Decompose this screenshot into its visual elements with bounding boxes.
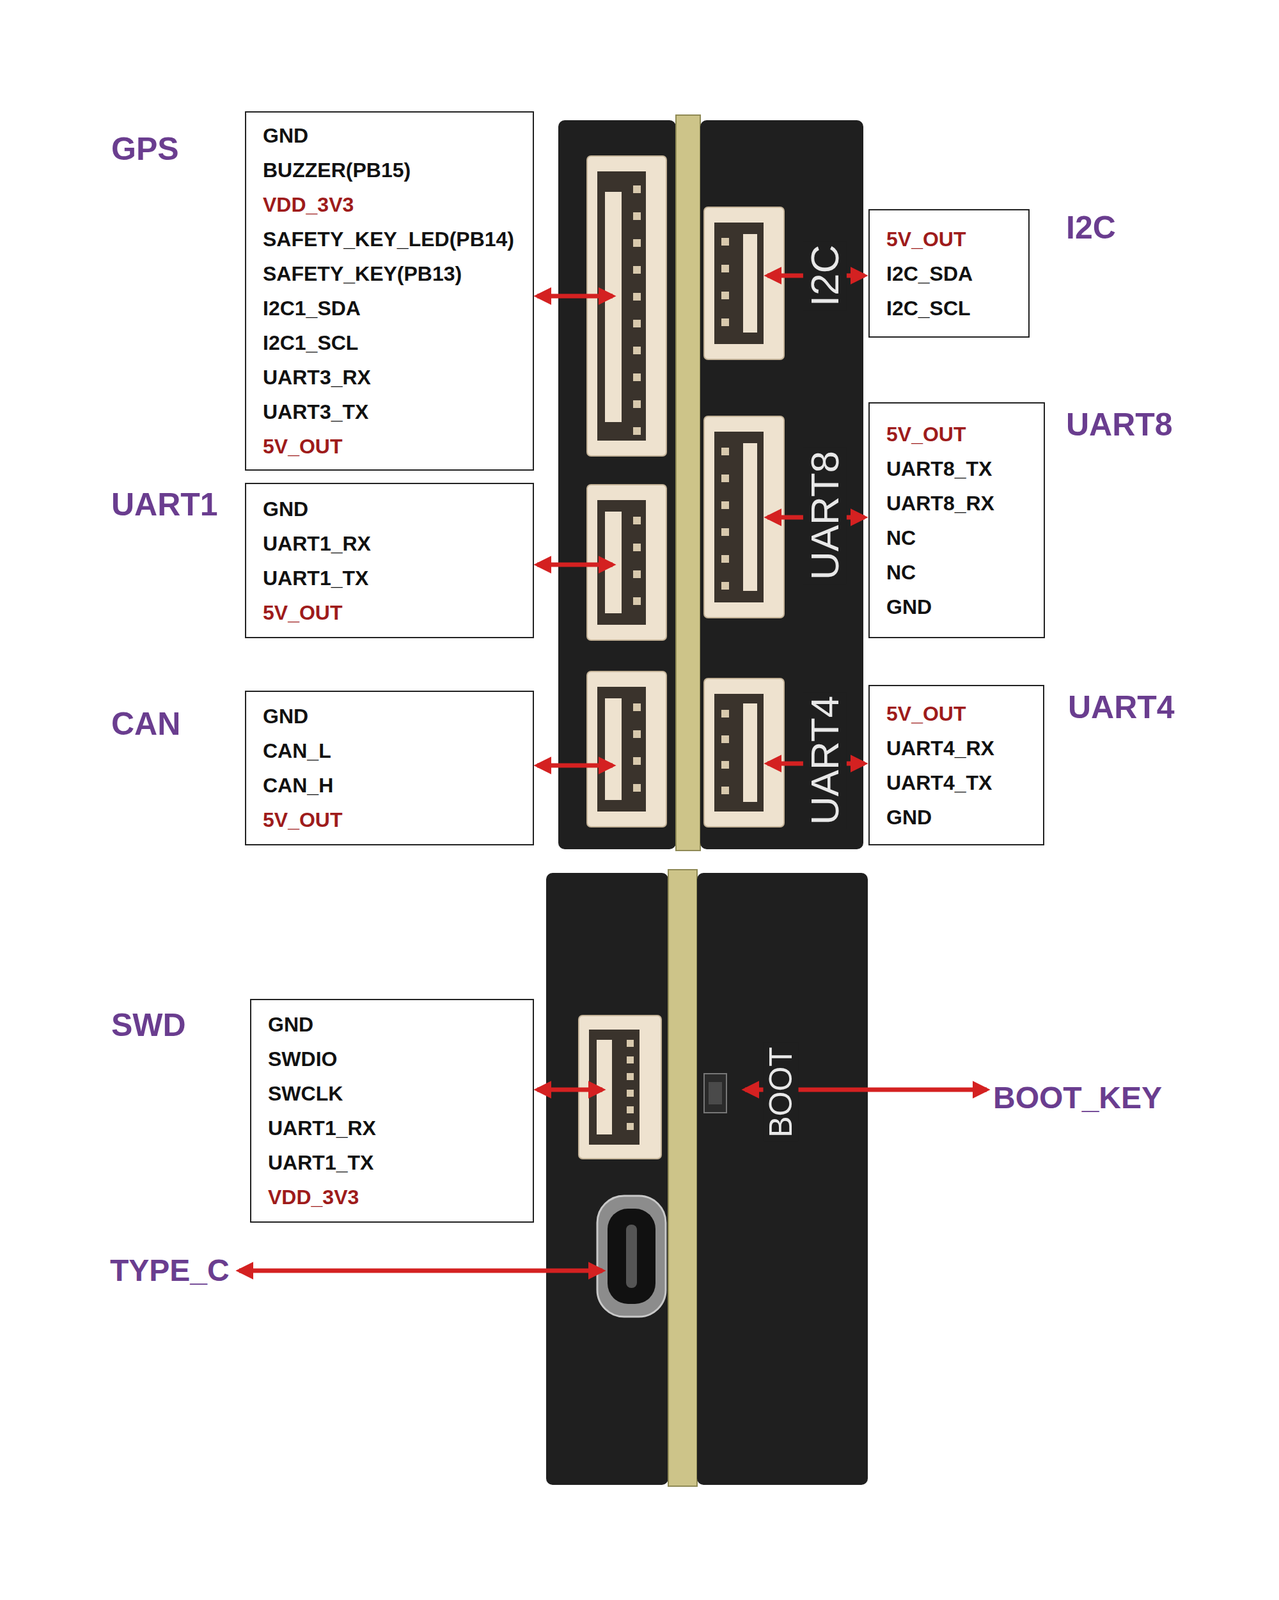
pin-label: UART1_TX — [262, 560, 369, 596]
pin-label: SWCLK — [267, 1076, 343, 1111]
pin-label: GND — [267, 1007, 314, 1042]
pin-label: UART8_TX — [886, 451, 992, 487]
pin-label: 5V_OUT — [886, 416, 966, 452]
connector-tongue — [604, 191, 622, 423]
pin-label: GND — [262, 698, 309, 734]
pin-label: GND — [262, 491, 309, 527]
board-silkscreen: BOOT — [763, 1043, 799, 1142]
connector-pins — [633, 185, 641, 435]
pin-label: GND — [262, 118, 309, 153]
pin-label: I2C1_SDA — [262, 290, 361, 326]
pin-label: I2C_SDA — [886, 256, 973, 291]
pin-label: UART1_TX — [267, 1145, 374, 1180]
pin-label: UART1_RX — [262, 526, 371, 561]
boot-button-cap — [708, 1082, 722, 1105]
board-body — [700, 120, 864, 850]
leader-arrow — [537, 763, 613, 769]
connector-tongue — [604, 698, 622, 801]
boot-button — [704, 1073, 727, 1113]
pin-label: UART8_RX — [886, 486, 995, 521]
usb-c-opening — [607, 1208, 656, 1304]
pin-label: 5V_OUT — [262, 429, 343, 464]
pin-label: 5V_OUT — [262, 595, 343, 630]
connector-heading: SWD — [111, 1007, 187, 1044]
pin-label: I2C1_SCL — [262, 325, 359, 361]
pinout-box: CANGNDCAN_LCAN_H5V_OUT — [244, 690, 534, 846]
pinout-box: UART1GNDUART1_RXUART1_TX5V_OUT — [244, 482, 534, 639]
connector-pins — [721, 709, 730, 795]
pin-label: CAN_L — [262, 733, 332, 769]
pinout-box: SWDGNDSWDIOSWCLKUART1_RXUART1_TXVDD_3V3 — [250, 998, 534, 1223]
pin-label: UART3_TX — [262, 394, 369, 430]
leader-arrow — [537, 562, 613, 568]
connector-heading: CAN — [111, 706, 181, 742]
connector-pins — [633, 703, 641, 792]
pin-label: GND — [886, 589, 932, 625]
connector-tongue — [743, 443, 758, 591]
pin-label: BUZZER(PB15) — [262, 152, 411, 188]
connector-tongue — [743, 703, 758, 802]
pin-label: SWDIO — [267, 1041, 338, 1077]
connector-slot — [714, 222, 764, 345]
pinout-box: I2C5V_OUTI2C_SDAI2C_SCL — [868, 209, 1030, 338]
connector-slot — [588, 1029, 640, 1145]
jst-connector — [704, 207, 785, 360]
pin-label: VDD_3V3 — [262, 187, 354, 222]
pin-label: UART4_TX — [886, 765, 992, 801]
pin-label: 5V_OUT — [886, 696, 966, 731]
board-silkscreen: UART8 — [803, 447, 847, 584]
callout-label: TYPE_C — [109, 1254, 230, 1288]
connector-tongue — [743, 234, 758, 333]
pin-label: UART4_RX — [886, 730, 995, 766]
connector-pins — [721, 447, 730, 590]
connector-pins — [721, 237, 730, 327]
pin-label: NC — [886, 555, 916, 590]
connector-heading: UART4 — [1067, 690, 1175, 726]
pin-label: SAFETY_KEY_LED(PB14) — [262, 221, 515, 257]
jst-connector — [587, 156, 667, 456]
usb-c-tongue — [626, 1224, 637, 1288]
board-body — [697, 872, 868, 1485]
pin-label: 5V_OUT — [262, 802, 343, 838]
pin-label: I2C_SCL — [886, 290, 971, 326]
jst-connector — [704, 678, 785, 827]
connector-slot — [597, 171, 646, 441]
connector-slot — [714, 693, 764, 812]
connector-pins — [633, 516, 641, 605]
pcb-edge — [668, 869, 698, 1487]
pinout-box: UART45V_OUTUART4_RXUART4_TXGND — [868, 684, 1045, 846]
connector-heading: GPS — [111, 131, 180, 167]
usb-c-port — [597, 1195, 666, 1317]
board-silkscreen: UART4 — [803, 691, 847, 829]
pin-label: SAFETY_KEY(PB13) — [262, 256, 462, 291]
pin-label: UART3_RX — [262, 360, 371, 395]
jst-connector — [578, 1015, 662, 1159]
connector-slot — [714, 431, 764, 603]
callout-label: BOOT_KEY — [993, 1081, 1162, 1116]
connector-heading: UART8 — [1066, 407, 1173, 443]
pinout-box: GPSGNDBUZZER(PB15)VDD_3V3SAFETY_KEY_LED(… — [244, 111, 534, 471]
board-body — [558, 120, 676, 850]
connector-heading: UART1 — [111, 487, 219, 523]
pin-label: GND — [886, 800, 932, 835]
connector-heading: I2C — [1066, 210, 1116, 246]
pcb-edge — [675, 115, 701, 851]
connector-slot — [597, 686, 646, 812]
connector-tongue — [596, 1039, 613, 1135]
board-body — [546, 872, 669, 1485]
pinout-box: UART85V_OUTUART8_TXUART8_RXNCNCGND — [868, 402, 1045, 639]
pin-label: UART1_RX — [267, 1110, 377, 1146]
pin-label: VDD_3V3 — [267, 1179, 359, 1215]
pin-label: NC — [886, 520, 916, 556]
board-silkscreen: I2C — [803, 241, 847, 311]
connector-pins — [626, 1039, 634, 1130]
pin-label: 5V_OUT — [886, 221, 966, 257]
leader-arrow — [537, 1087, 603, 1093]
leader-arrow — [239, 1268, 603, 1274]
jst-connector — [587, 671, 667, 827]
pin-label: CAN_H — [262, 768, 334, 803]
leader-arrow — [537, 294, 613, 299]
